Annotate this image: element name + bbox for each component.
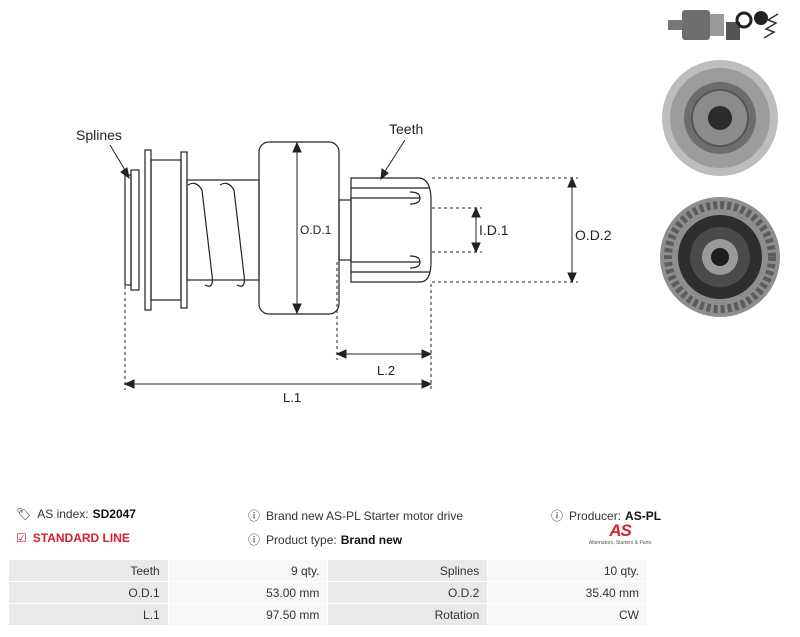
producer-row: ⓘ Producer: AS-PL: [551, 507, 661, 524]
specs-table: Teeth 9 qty. Splines 10 qty. O.D.1 53.00…: [8, 559, 648, 626]
spec-value: CW: [487, 603, 648, 626]
od2-label: O.D.2: [575, 227, 612, 243]
logo-tagline: Alternators, Starters & Parts: [588, 540, 652, 546]
spec-key: Teeth: [8, 559, 169, 582]
shaft: [186, 179, 260, 281]
pinion-end-photo: [662, 60, 778, 176]
arrowhead: [292, 303, 302, 315]
arrowhead: [380, 168, 389, 181]
spec-key: Splines: [327, 559, 489, 582]
as-index-value: SD2047: [92, 507, 136, 521]
spec-value: 35.40 mm: [487, 581, 648, 604]
pinion-tooth-curve: [409, 191, 421, 205]
exploded-parts-photo: [668, 10, 779, 40]
technical-drawing: Splines Teeth O.D.1 O.D.2 I.D.1 L.2 L.1: [76, 121, 612, 405]
teeth-label: Teeth: [389, 121, 423, 137]
arrowhead: [335, 349, 347, 359]
product-type-label: Product type:: [266, 532, 337, 547]
tags-icon: 🏷︎: [16, 507, 32, 521]
spec-key: O.D.2: [327, 581, 489, 604]
arrowhead: [292, 141, 302, 153]
splines-label: Splines: [76, 127, 122, 143]
spec-value: 97.50 mm: [167, 603, 329, 626]
arrowhead: [421, 379, 433, 389]
spring-coil: [187, 182, 213, 287]
spring-coil: [219, 182, 245, 287]
producer-value: AS-PL: [625, 508, 662, 523]
spec-key: O.D.1: [8, 581, 169, 604]
product-photos: [660, 10, 780, 317]
table-row: Teeth 9 qty. Splines 10 qty.: [8, 559, 648, 582]
id1-label: I.D.1: [479, 222, 509, 238]
l1-label: L.1: [283, 390, 301, 405]
arrowhead: [567, 176, 577, 188]
flange-body: [150, 159, 182, 301]
standard-line-label: STANDARD LINE: [32, 531, 130, 545]
arrowhead: [421, 349, 433, 359]
spline-hub-face: [124, 174, 132, 286]
od1-label: O.D.1: [300, 223, 332, 237]
producer-label: Producer:: [569, 508, 622, 523]
spec-value: 10 qty.: [487, 559, 648, 582]
arrowhead: [567, 272, 577, 284]
spec-value: 53.00 mm: [167, 581, 329, 604]
collar: [338, 199, 352, 261]
spline-hub: [130, 169, 140, 291]
as-index-row: 🏷︎ AS index: SD2047: [16, 507, 136, 521]
product-info: 🏷︎ AS index: SD2047 ☑ STANDARD LINE ⓘ Br…: [0, 500, 800, 560]
flange-left: [144, 149, 152, 311]
l2-label: L.2: [377, 363, 395, 378]
pinion-tooth-curve: [409, 255, 421, 269]
product-type-value: Brand new: [340, 532, 403, 547]
description-text: Brand new AS-PL Starter motor drive: [266, 508, 463, 523]
table-row: O.D.1 53.00 mm O.D.2 35.40 mm: [8, 581, 648, 604]
spec-key: L.1: [8, 603, 169, 626]
spec-key: Rotation: [327, 603, 489, 626]
as-pl-logo: AS Alternators, Starters & Parts: [585, 522, 655, 552]
arrowhead: [471, 242, 481, 254]
info-icon: ⓘ: [248, 509, 261, 523]
logo-mark: AS: [609, 521, 632, 540]
arrowhead: [471, 206, 481, 218]
table-row: L.1 97.50 mm Rotation CW: [8, 603, 648, 626]
standard-line-row: ☑ STANDARD LINE: [16, 531, 130, 545]
flange-right: [180, 151, 188, 309]
description-row: ⓘ Brand new AS-PL Starter motor drive: [248, 507, 467, 524]
product-type-row: ⓘ Product type: Brand new: [248, 531, 402, 548]
teeth-leader: [381, 139, 406, 177]
pinion: [350, 177, 432, 283]
arrowhead: [123, 379, 135, 389]
info-icon: ⓘ: [248, 533, 261, 547]
arrowhead: [120, 167, 130, 180]
spec-value: 9 qty.: [167, 559, 329, 582]
info-icon: ⓘ: [551, 509, 564, 523]
as-index-label: AS index:: [37, 507, 89, 521]
clutch-end-photo: [660, 197, 780, 317]
checkbox-check-icon: ☑: [16, 531, 27, 545]
